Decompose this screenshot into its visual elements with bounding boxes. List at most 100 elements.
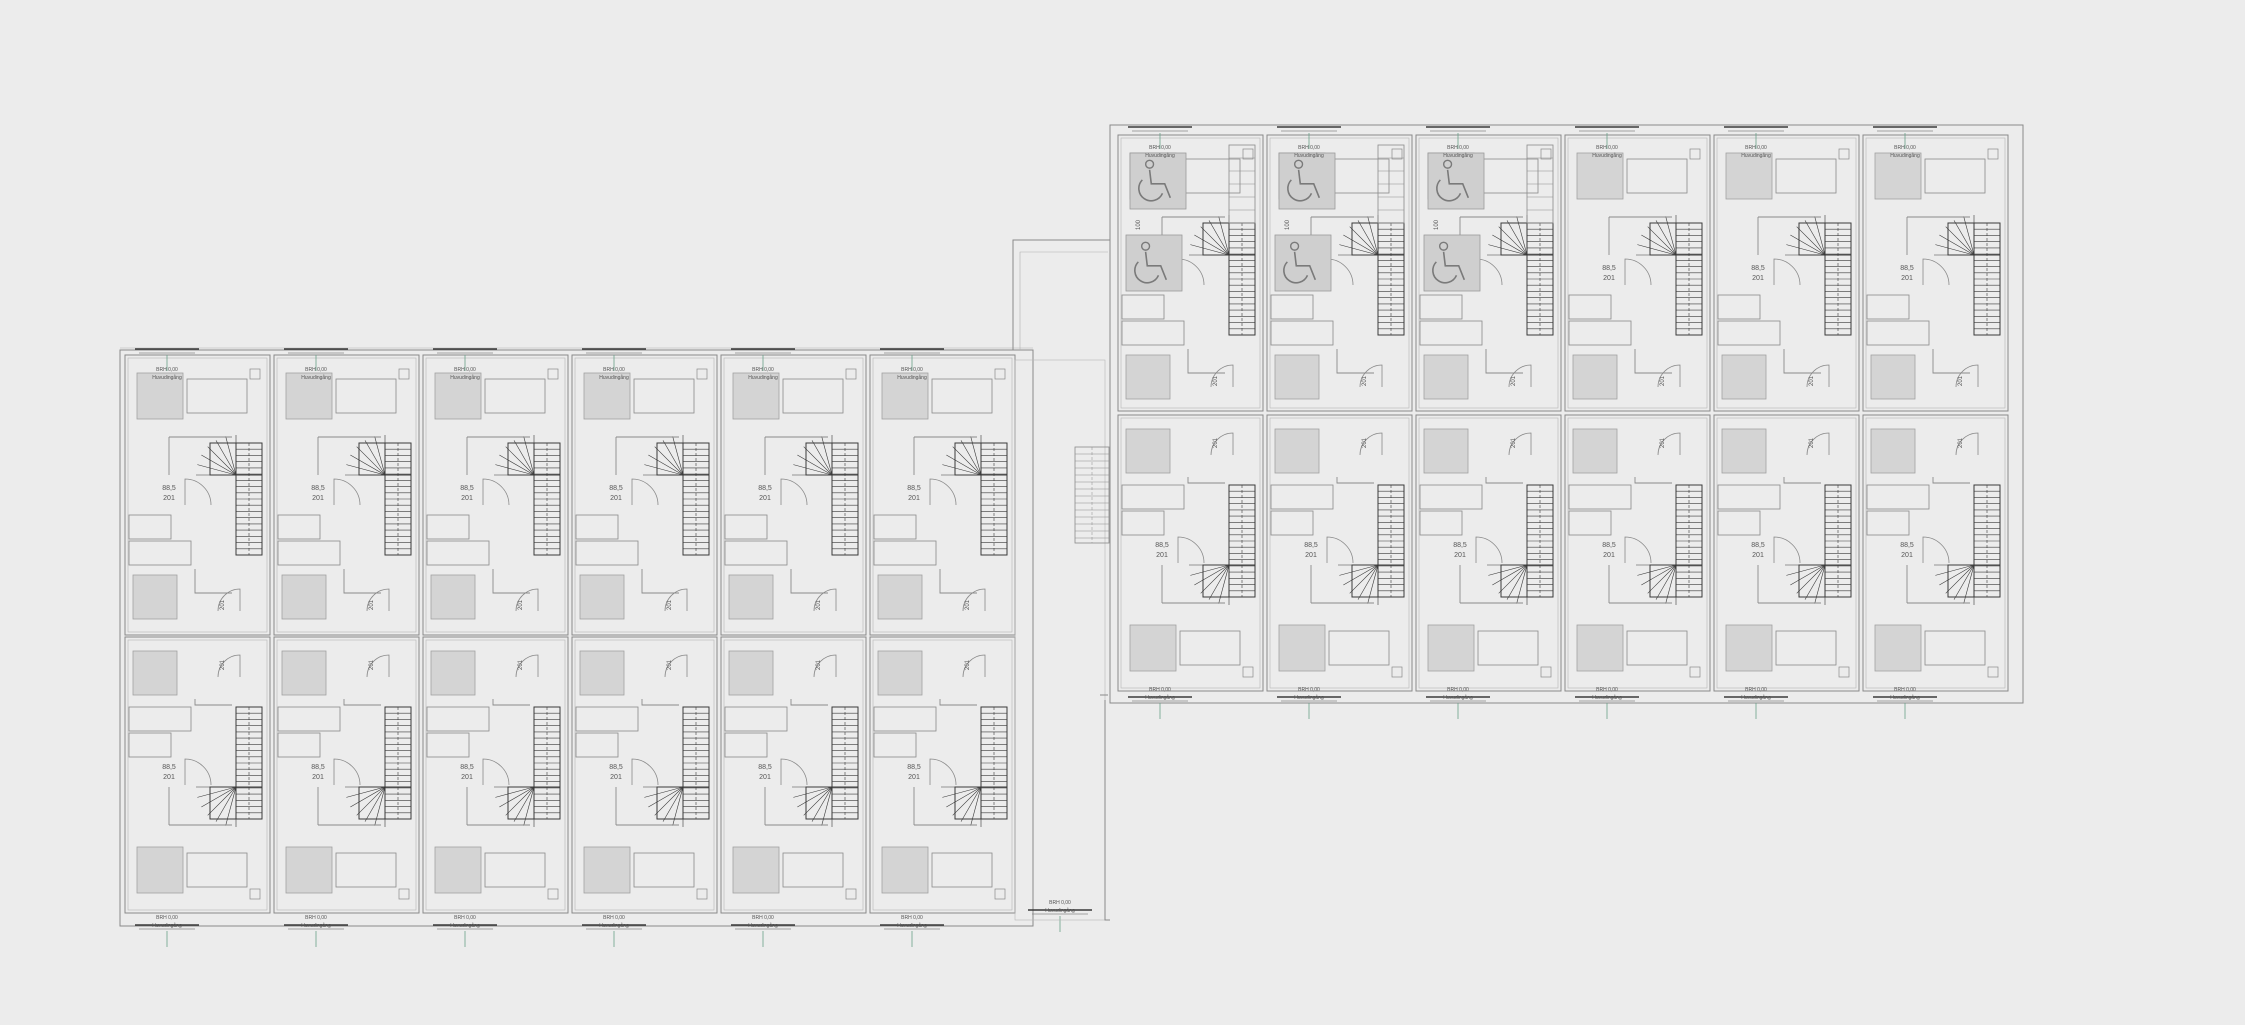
unit-room-label: 201 xyxy=(1156,552,1168,559)
fixture xyxy=(1576,624,1624,672)
fixture xyxy=(1125,354,1171,400)
entrance-label: Huvudingång xyxy=(599,374,629,381)
door-swing-icon xyxy=(1210,432,1234,456)
entrance-label: Huvudingång xyxy=(1741,694,1771,701)
kitchen-counter xyxy=(335,378,397,414)
door-swing-icon xyxy=(333,758,361,786)
entrance-label: Huvudingång xyxy=(748,374,778,381)
unit-outline xyxy=(571,354,718,636)
level-label: BRH 0,00 xyxy=(1298,687,1320,693)
level-label: BRH 0,00 xyxy=(1745,145,1767,151)
level-label: BRH 0,00 xyxy=(1298,145,1320,151)
door-swing-icon xyxy=(1773,536,1801,564)
fixture xyxy=(877,574,923,620)
stair-icon xyxy=(494,706,561,827)
door-room-label: 201 xyxy=(1809,375,1815,386)
unit-outline xyxy=(1713,414,1860,692)
unit-room-label: 201 xyxy=(610,774,622,781)
entrance-label: Huvudingång xyxy=(897,922,927,929)
door-room-label: 201 xyxy=(518,659,524,670)
fixture xyxy=(728,574,774,620)
entrance-label: Huvudingång xyxy=(1592,152,1622,159)
fixture xyxy=(1725,624,1773,672)
stair-icon xyxy=(345,435,412,556)
door-swing-icon xyxy=(631,758,659,786)
door-room-label: 201 xyxy=(1958,437,1964,448)
fixture xyxy=(434,846,482,894)
door-swing-icon xyxy=(1657,432,1681,456)
block-outline xyxy=(1109,124,2024,704)
connector xyxy=(1012,130,1111,921)
door-room-label: 201 xyxy=(1511,375,1517,386)
unit-outline xyxy=(1266,414,1413,692)
door-swing-icon xyxy=(366,654,390,678)
unit-room-label: 201 xyxy=(610,495,622,502)
level-label: BRH 0,00 xyxy=(156,367,178,373)
kitchen-counter xyxy=(1775,158,1837,194)
door-swing-icon xyxy=(1806,432,1830,456)
entrance-label: Huvudingång xyxy=(1145,694,1175,701)
unit-area-label: 88,5 xyxy=(1900,265,1914,272)
door-swing-icon xyxy=(1955,432,1979,456)
door-swing-icon xyxy=(813,588,837,612)
stair-icon xyxy=(643,435,710,556)
unit-outline xyxy=(422,354,569,636)
fixture xyxy=(1874,152,1922,200)
fixture xyxy=(1423,428,1469,474)
door-room-label: 201 xyxy=(1660,437,1666,448)
fixture xyxy=(881,846,929,894)
stair-icon xyxy=(1189,484,1256,605)
unit-outline xyxy=(1117,134,1264,412)
unit-area-label: 88,5 xyxy=(311,764,325,771)
level-label: BRH 0,00 xyxy=(901,915,923,921)
entrance-label: Huvudingång xyxy=(1443,152,1473,159)
door-swing-icon xyxy=(1922,536,1950,564)
unit-outline xyxy=(720,354,867,636)
door-room-label: 201 xyxy=(369,599,375,610)
fixture xyxy=(728,650,774,696)
level-label: BRH 0,00 xyxy=(1447,145,1469,151)
unit-room-label: 201 xyxy=(1305,552,1317,559)
unit-outline xyxy=(1415,134,1562,412)
unit-area-label: 88,5 xyxy=(162,764,176,771)
entrance-label: Huvudingång xyxy=(152,922,182,929)
kitchen-counter xyxy=(782,378,844,414)
fixture xyxy=(132,650,178,696)
unit: 88,5201201100 xyxy=(1266,134,1413,412)
unit-room-label: 201 xyxy=(163,774,175,781)
door-swing-icon xyxy=(1806,364,1830,388)
door-room-label: 201 xyxy=(1362,437,1368,448)
unit-room-label: 201 xyxy=(1752,275,1764,282)
level-label: BRH 0,00 xyxy=(1894,687,1916,693)
kitchen-counter xyxy=(1626,630,1688,666)
level-label: BRH 0,00 xyxy=(1596,687,1618,693)
unit-room-label: 201 xyxy=(1454,552,1466,559)
fixture xyxy=(1572,428,1618,474)
unit-area-label: 88,5 xyxy=(1155,542,1169,549)
fixture xyxy=(732,846,780,894)
kitchen-counter xyxy=(1179,630,1241,666)
door-room-label: 201 xyxy=(1809,437,1815,448)
fixture xyxy=(1874,624,1922,672)
door-room-label: 201 xyxy=(965,599,971,610)
unit-area-label: 88,5 xyxy=(1751,542,1765,549)
unit-area-label: 88,5 xyxy=(907,485,921,492)
door-swing-icon xyxy=(366,588,390,612)
